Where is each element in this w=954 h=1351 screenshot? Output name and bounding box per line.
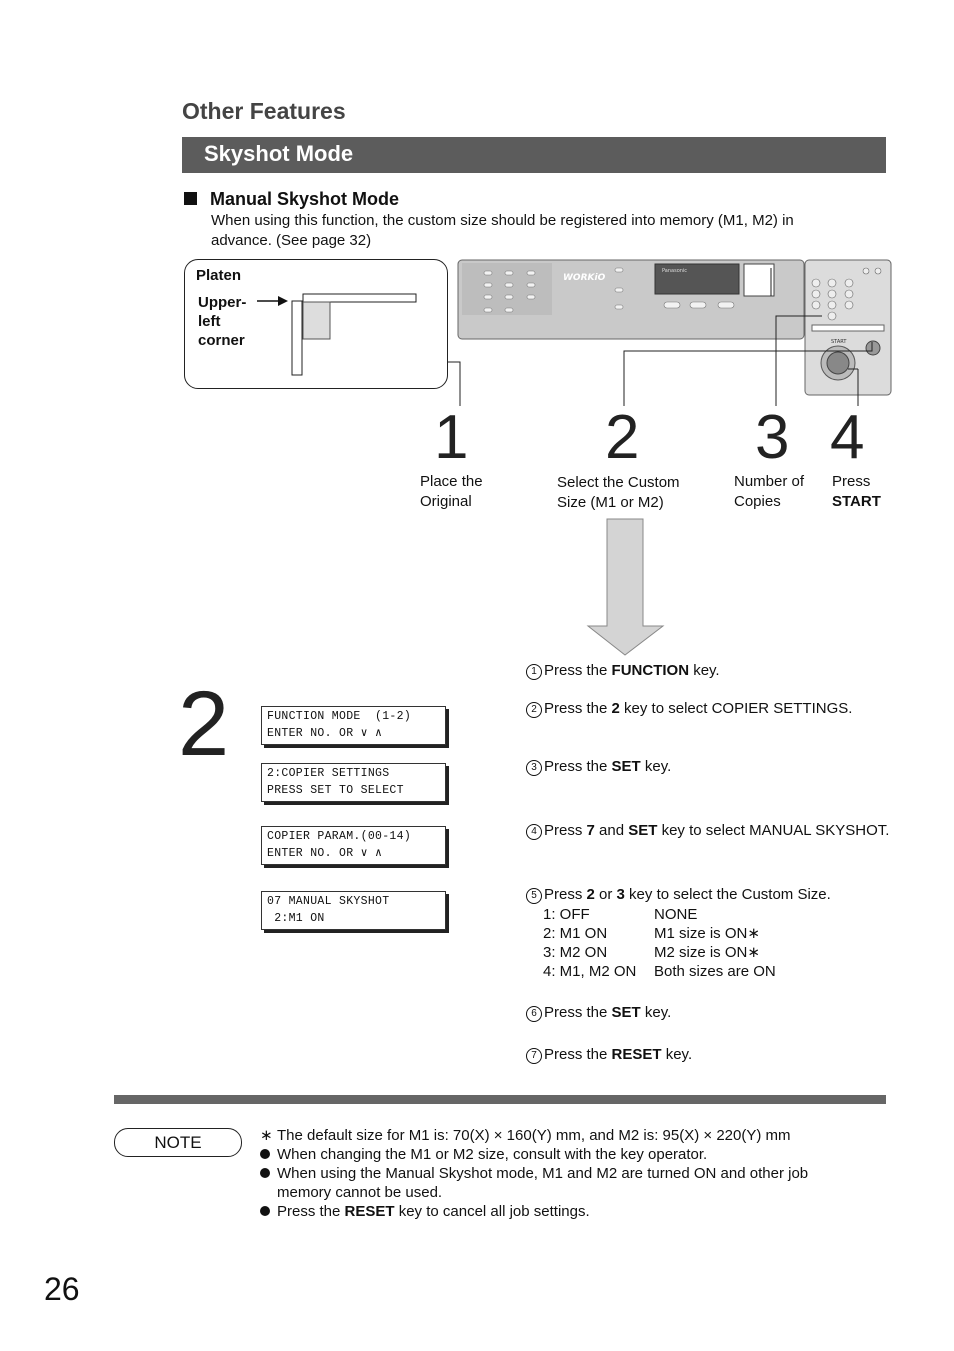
step-caption-line: START: [832, 493, 881, 510]
page-number: 26: [44, 1271, 80, 1307]
lcd-line: COPIER PARAM.(00-14): [267, 830, 412, 843]
lcd-line: 07 MANUAL SKYSHOT: [267, 895, 390, 908]
section-banner: Skyshot Mode: [182, 137, 886, 173]
step-caption-line: Press: [832, 473, 871, 490]
lcd-display: 07 MANUAL SKYSHOT 2:M1 ON: [261, 891, 446, 930]
intro-text: When using this function, the custom siz…: [211, 212, 794, 249]
lcd-line: ENTER NO. OR ∨ ∧: [267, 847, 383, 860]
lcd-line: ENTER NO. OR ∨ ∧: [267, 727, 383, 740]
down-arrow-icon: [586, 518, 665, 656]
brand-logo: WORKiO: [563, 273, 606, 283]
step-caption-line: Number of: [734, 473, 805, 490]
circled-number: 6: [526, 1006, 542, 1022]
step-caption: Place the Original: [420, 472, 483, 512]
detail-step-number: 2: [178, 673, 230, 775]
lcd-line: 2:M1 ON: [267, 912, 325, 925]
subsection-title: Manual Skyshot Mode: [210, 189, 400, 209]
note-item: When changing the M1 or M2 size, consult…: [260, 1145, 840, 1164]
corner-label: Upper- left corner: [198, 293, 246, 350]
step-number: 2: [605, 403, 640, 472]
step-caption-line: Size (M1 or M2): [557, 494, 664, 511]
step-caption-line: Select the Custom: [557, 474, 680, 491]
step-caption: Number of Copies: [734, 472, 804, 512]
note-list: ∗The default size for M1 is: 70(X) × 160…: [260, 1126, 840, 1221]
control-panel: WORKiO Panasonic START: [457, 259, 892, 396]
circled-number: 2: [526, 702, 542, 718]
banner-title: Skyshot Mode: [204, 141, 354, 166]
bullet-dot-icon: [260, 1149, 270, 1159]
note-item: Press the RESET key to cancel all job se…: [260, 1202, 840, 1221]
circled-number: 7: [526, 1048, 542, 1064]
corner-label-line: corner: [198, 332, 245, 349]
corner-label-line: Upper-: [198, 294, 247, 311]
subsection-heading: Manual Skyshot Mode: [184, 189, 399, 210]
step-number: 1: [434, 403, 469, 472]
bullet-dot-icon: [260, 1168, 270, 1178]
platen-glass-drawing: [257, 293, 417, 376]
lcd-display: 2:COPIER SETTINGS PRESS SET TO SELECT: [261, 763, 446, 802]
note-item: ∗The default size for M1 is: 70(X) × 160…: [260, 1127, 791, 1144]
control-panel-illustration: WORKiO Panasonic START: [257, 259, 892, 406]
asterisk-bullet: ∗: [260, 1127, 273, 1144]
step-caption-line: Copies: [734, 493, 781, 510]
circled-number: 5: [526, 888, 542, 904]
step-caption-line: Original: [420, 493, 472, 510]
lcd-display: FUNCTION MODE (1-2) ENTER NO. OR ∨ ∧: [261, 706, 446, 745]
lcd-display: COPIER PARAM.(00-14) ENTER NO. OR ∨ ∧: [261, 826, 446, 865]
circled-number: 4: [526, 824, 542, 840]
circled-number: 3: [526, 760, 542, 776]
arrow-right-icon: [278, 296, 288, 306]
note-label: NOTE: [114, 1128, 242, 1157]
corner-label-line: left: [198, 313, 221, 330]
section-title: Other Features: [182, 98, 346, 124]
step-number: 4: [830, 403, 865, 472]
lcd-line: FUNCTION MODE (1-2): [267, 710, 412, 723]
step-caption-line: Place the: [420, 473, 483, 490]
bullet-dot-icon: [260, 1206, 270, 1216]
note-item: When using the Manual Skyshot mode, M1 a…: [260, 1164, 840, 1202]
step-caption: Select the Custom Size (M1 or M2): [557, 473, 680, 513]
svg-text:Panasonic: Panasonic: [662, 268, 687, 274]
divider: [114, 1095, 886, 1104]
step-number: 3: [755, 403, 790, 472]
circled-number: 1: [526, 664, 542, 680]
lcd-line: 2:COPIER SETTINGS: [267, 767, 390, 780]
svg-text:START: START: [831, 339, 847, 345]
square-bullet-icon: [184, 192, 197, 205]
platen-label: Platen: [196, 267, 242, 284]
lcd-line: PRESS SET TO SELECT: [267, 784, 404, 797]
step-caption: Press START: [832, 472, 881, 512]
